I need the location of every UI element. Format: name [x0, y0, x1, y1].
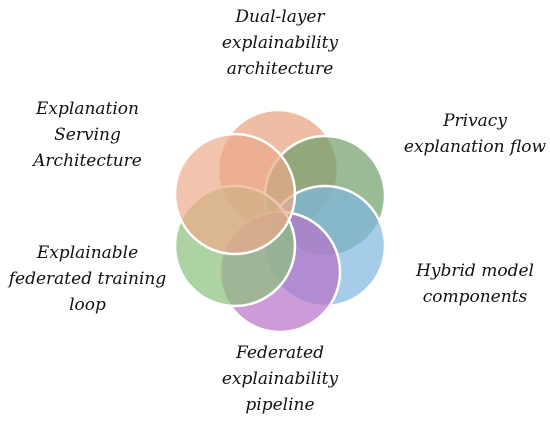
label-line: federated training [8, 269, 167, 289]
label-line: Dual-layer [235, 7, 325, 27]
label-privacy-explanation-flow: Privacy explanation flow [395, 108, 550, 160]
label-line: Hybrid model [416, 261, 534, 281]
label-line: architecture [226, 59, 334, 79]
label-explanation-serving-architecture: Explanation Serving Architecture [10, 96, 165, 174]
label-explainable-federated-training-loop: Explainable federated training loop [0, 240, 175, 318]
label-line: Explanation [36, 99, 139, 119]
label-line: Privacy [443, 111, 507, 131]
label-line: explainability [221, 33, 339, 53]
label-line: loop [69, 295, 106, 315]
label-federated-explainability-pipeline: Federated explainability pipeline [185, 340, 375, 418]
label-line: Explainable [36, 243, 139, 263]
label-line: Architecture [33, 151, 142, 171]
label-line: Federated [236, 343, 324, 363]
label-line: Serving [54, 125, 121, 145]
label-line: pipeline [245, 395, 315, 415]
petal-circle-serving [173, 132, 297, 256]
label-line: components [422, 287, 528, 307]
label-line: explanation flow [403, 137, 547, 157]
label-line: explainability [221, 369, 339, 389]
label-hybrid-model-components: Hybrid model components [395, 258, 550, 310]
label-dual-layer-architecture: Dual-layer explainability architecture [185, 4, 375, 82]
